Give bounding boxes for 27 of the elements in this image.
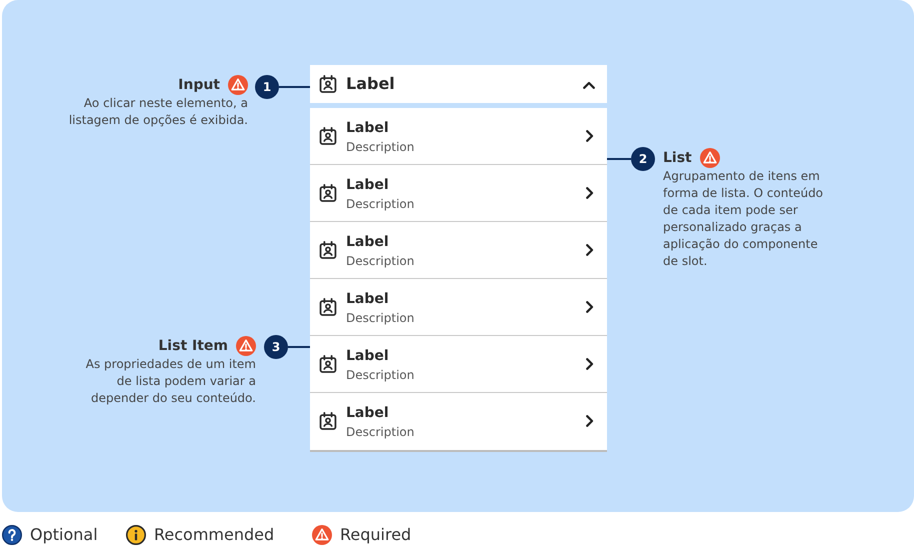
annotation-text: As propriedades de um item de lista podem variar a depender do seu conteúdo. xyxy=(84,356,256,407)
item-label: Label xyxy=(346,404,389,422)
legend-label: Recommended xyxy=(154,525,274,545)
item-label: Label xyxy=(346,119,389,137)
item-description: Description xyxy=(346,196,414,212)
list-panel xyxy=(310,108,607,452)
legend-label: Required xyxy=(340,525,412,545)
item-description: Description xyxy=(346,310,414,326)
item-label: Label xyxy=(346,233,389,251)
annotation-title: Input xyxy=(178,76,220,95)
leader-line xyxy=(607,158,631,160)
item-description: Description xyxy=(346,367,414,383)
item-label: Label xyxy=(346,176,389,194)
legend-label: Optional xyxy=(30,525,98,545)
item-description: Description xyxy=(346,424,414,440)
item-description: Description xyxy=(346,139,414,155)
dropdown-field xyxy=(310,65,607,103)
item-description: Description xyxy=(346,253,414,269)
leader-line xyxy=(279,86,310,88)
field-label: Label xyxy=(346,74,395,94)
item-label: Label xyxy=(346,290,389,308)
annotation-title: List Item xyxy=(158,337,228,356)
item-label: Label xyxy=(346,347,389,365)
leader-line xyxy=(288,346,310,348)
annotation-title: List xyxy=(663,149,692,168)
annotation-text: Ao clicar neste elemento, a listagem de opções é exibida. xyxy=(68,95,248,129)
annotation-text: Agrupamento de itens em forma de lista. O conteúdo de cada item pode ser personalizado graças a aplicação do componente de slot. xyxy=(663,168,824,270)
